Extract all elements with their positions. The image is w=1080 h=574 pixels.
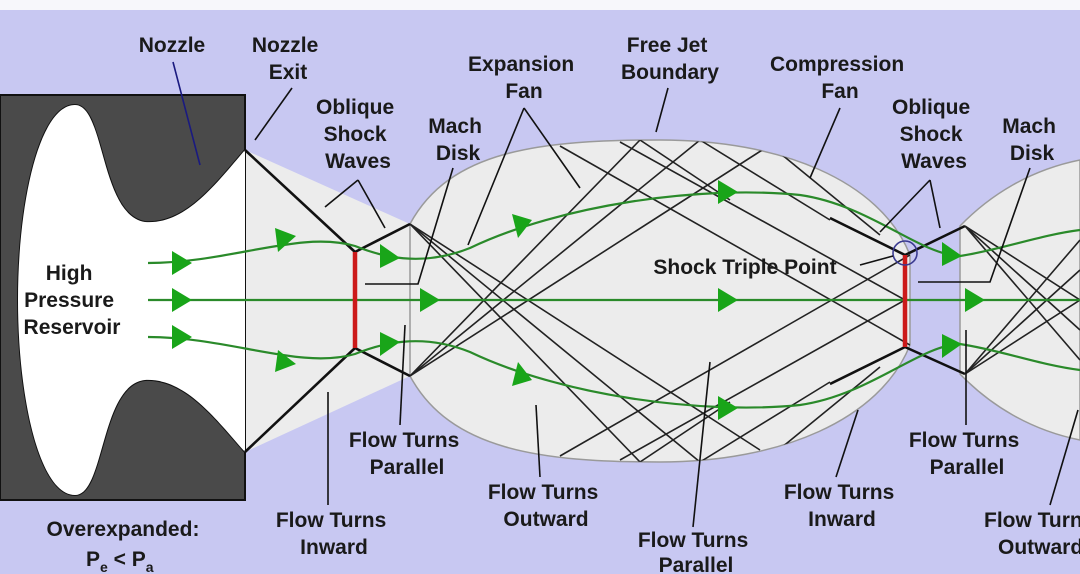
- shock-structure-far: [829, 216, 966, 386]
- wave-pattern-cell-2: [964, 225, 1080, 375]
- top-margin: [0, 0, 1080, 10]
- label-shock-triple-point: Shock Triple Point: [653, 256, 836, 279]
- oblique-shock-lower-2: [829, 345, 906, 386]
- arrow-center-3: [718, 288, 738, 312]
- leader-mach-disk-2: [918, 167, 1031, 283]
- leader-oblique-1b: [357, 179, 386, 229]
- label-free-jet-boundary: Free Jet Boundary: [621, 34, 719, 84]
- leader-nozzle-exit: [254, 87, 293, 141]
- label-overexpanded: Overexpanded:: [47, 518, 200, 541]
- leader-parallel-1: [399, 324, 406, 426]
- leader-outward-2: [1049, 409, 1079, 506]
- leader-oblique-1a: [324, 179, 359, 208]
- high-pressure-reservoir-area: [18, 105, 245, 495]
- leader-expansion-fan-a: [467, 107, 525, 246]
- arrow-upper-1: [172, 251, 192, 275]
- arrow-center-2: [420, 288, 440, 312]
- label-mach-disk-1: Mach Disk: [428, 115, 488, 165]
- arrow-lower-1: [172, 325, 192, 349]
- label-flow-turns-parallel-1: Flow Turns Parallel: [349, 429, 465, 479]
- leader-mach-disk-1: [365, 167, 454, 285]
- arrow-upper-6: [942, 242, 962, 266]
- arrow-lower-3: [380, 332, 400, 356]
- label-flow-turns-parallel-3: Flow Turns Parallel: [909, 429, 1025, 479]
- reflected-shock-upper-2: [904, 224, 966, 257]
- oblique-shock-upper-1: [244, 149, 356, 253]
- leader-lines: [172, 61, 1079, 528]
- arrow-upper-3: [380, 244, 400, 268]
- leader-expansion-fan-b: [523, 107, 581, 189]
- label-flow-turns-outward-1: Flow Turns Outward: [488, 481, 604, 531]
- leader-compression-fan: [809, 107, 841, 179]
- arrow-upper-2: [275, 228, 296, 252]
- label-nozzle-exit: Nozzle Exit: [252, 34, 324, 84]
- flow-arrows: [172, 180, 985, 420]
- label-flow-turns-inward-1: Flow Turns Inward: [276, 509, 392, 559]
- label-pressure-relation: Pe < Pa: [86, 548, 154, 574]
- leader-oblique-2a: [879, 179, 931, 233]
- oblique-shock-upper-2: [829, 216, 906, 257]
- leader-free-jet: [655, 87, 669, 133]
- leader-parallel-2: [692, 361, 711, 528]
- oblique-shock-lower-1: [244, 347, 356, 453]
- arrow-lower-4: [512, 362, 532, 386]
- label-flow-turns-parallel-2: Flow Turns Parallel: [638, 529, 754, 574]
- shock-triple-point-marker: [892, 240, 918, 266]
- label-oblique-shock-waves-2: Oblique Shock Waves: [892, 96, 976, 173]
- leader-oblique-2b: [929, 179, 941, 229]
- reflected-shock-lower-1: [354, 346, 411, 378]
- label-flow-turns-outward-2: Flow Turns Outward: [984, 509, 1080, 559]
- arrow-center-1: [172, 288, 192, 312]
- arrow-upper-5: [718, 180, 738, 204]
- leader-outward-1: [535, 404, 541, 478]
- shock-structure-near: [244, 149, 411, 453]
- leader-nozzle: [172, 61, 201, 166]
- label-mach-disk-2: Mach Disk: [1002, 115, 1062, 165]
- label-compression-fan: Compression Fan: [770, 53, 910, 103]
- arrow-lower-5: [718, 396, 738, 420]
- label-expansion-fan: Expansion Fan: [468, 53, 580, 103]
- leader-triple-point: [859, 255, 894, 266]
- arrow-center-4: [965, 288, 985, 312]
- leader-inward-2: [835, 409, 859, 478]
- label-oblique-shock-waves-1: Oblique Shock Waves: [316, 96, 400, 173]
- label-nozzle: Nozzle: [139, 34, 206, 57]
- labels: Nozzle Nozzle Exit Oblique Shock Waves M…: [24, 34, 1080, 574]
- label-high-pressure-reservoir: High Pressure Reservoir: [24, 262, 121, 339]
- wave-pattern-cell-1: [410, 140, 910, 462]
- label-flow-turns-inward-2: Flow Turns Inward: [784, 481, 900, 531]
- arrow-lower-2: [275, 350, 296, 372]
- reflected-shock-lower-2: [904, 345, 966, 376]
- arrow-lower-6: [942, 334, 962, 358]
- reflected-shock-upper-1: [354, 222, 411, 254]
- arrow-upper-4: [512, 214, 532, 238]
